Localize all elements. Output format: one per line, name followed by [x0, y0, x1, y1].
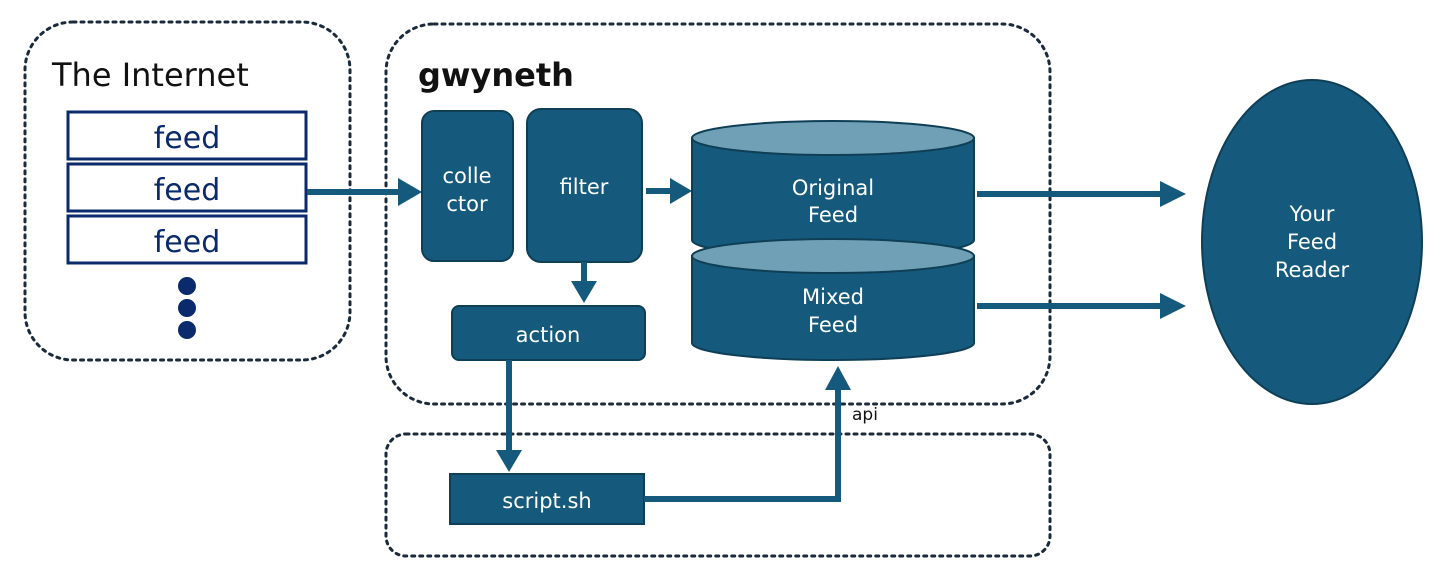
feed-reader-label-line1: Your: [1289, 202, 1335, 226]
mixed-feed-body: [691, 255, 975, 361]
arrow-filter-action-head: [571, 281, 597, 303]
original-feed-top: [691, 120, 975, 156]
gwyneth-group: [384, 22, 1052, 406]
action-label: action: [516, 323, 581, 347]
api-label: api: [852, 405, 878, 425]
collector-label-line2: ctor: [446, 192, 488, 216]
mixed-feed-db: [691, 238, 975, 361]
feed-box-2: [66, 162, 308, 213]
arrow-original-reader-head: [1160, 181, 1186, 207]
feed-label-1: feed: [154, 121, 221, 156]
script-group: [384, 432, 1052, 558]
feed-label-2: feed: [154, 173, 221, 208]
arrow-internet-collector-head: [398, 178, 422, 206]
arrow-filter-db-head: [670, 178, 692, 204]
collector-node: [421, 110, 514, 262]
arrow-script-api-head: [825, 366, 851, 390]
original-feed-label-line1: Original: [792, 176, 874, 200]
feed-reader-label-line3: Reader: [1275, 258, 1350, 282]
internet-title: The Internet: [51, 56, 249, 94]
filter-label: filter: [560, 175, 609, 199]
collector-label-line1: colle: [443, 164, 492, 188]
arrow-mixed-reader-head: [1160, 293, 1186, 319]
mixed-feed-label-line2: Feed: [808, 313, 858, 337]
feed-box-1: [66, 110, 308, 161]
script-label: script.sh: [502, 489, 591, 513]
original-feed-db: [691, 120, 975, 258]
feed-reader-label-line2: Feed: [1287, 230, 1337, 254]
mixed-feed-top: [691, 238, 975, 274]
feed-reader-node: [1201, 79, 1423, 405]
feed-box-3: [66, 214, 308, 265]
arrow-action-script-head: [496, 450, 522, 472]
more-dot-1: [178, 277, 196, 295]
action-node: [451, 305, 646, 361]
feed-label-3: feed: [154, 225, 221, 260]
gwyneth-title: gwyneth: [418, 56, 574, 94]
more-dot-2: [178, 299, 196, 317]
arrow-script-api-line: [644, 388, 841, 502]
more-dot-3: [178, 321, 196, 339]
original-feed-label-line2: Feed: [808, 203, 858, 227]
mixed-feed-label-line1: Mixed: [802, 285, 864, 309]
